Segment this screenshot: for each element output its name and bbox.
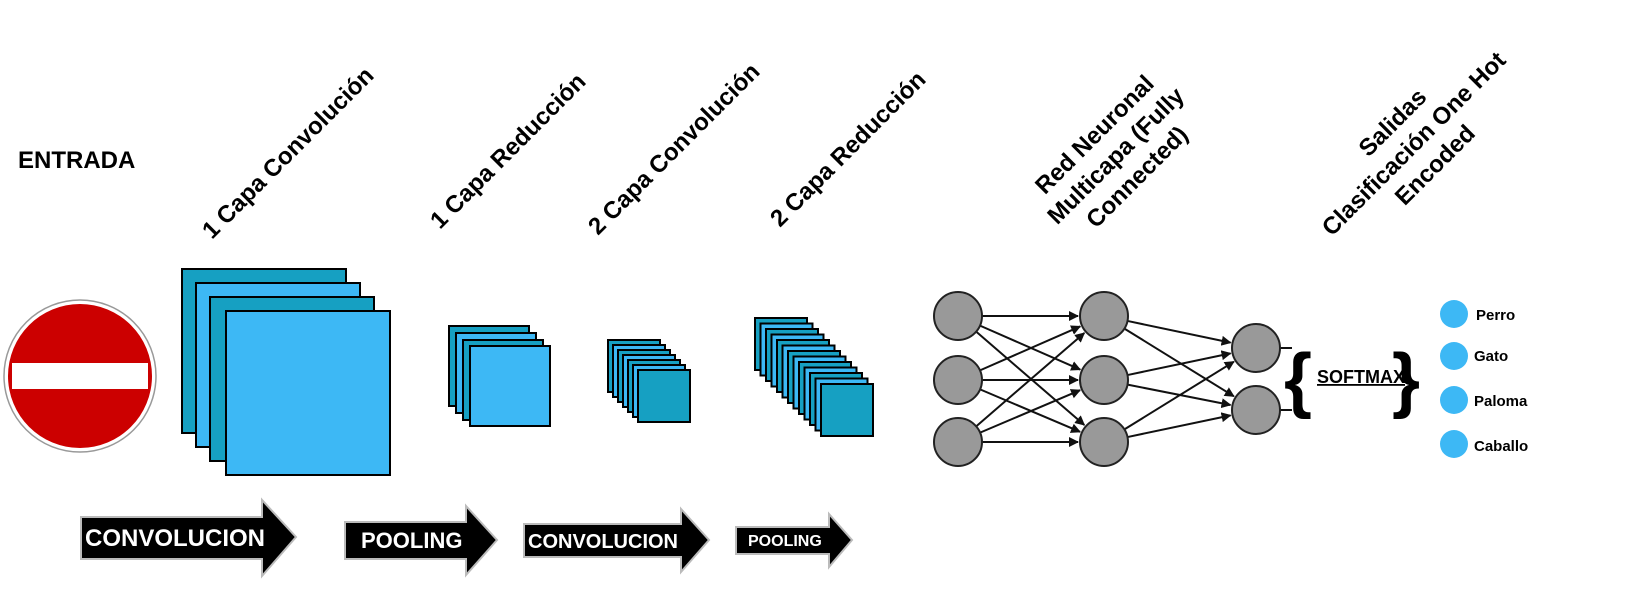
softmax-label: SOFTMAX <box>1317 367 1405 387</box>
pool2-feature-map <box>820 383 874 437</box>
arrow-label: POOLING <box>748 533 822 550</box>
output-class-list: Perro Gato Paloma Caballo <box>1440 300 1528 458</box>
network-edge <box>975 332 1086 428</box>
network-node <box>933 417 983 467</box>
layer2-pool-title: 2 Capa Reducción <box>765 66 931 232</box>
network-edge <box>1127 319 1232 346</box>
network-node <box>1231 323 1281 373</box>
network-edge <box>979 325 1082 372</box>
layer2-conv-title: 2 Capa Convolución <box>583 58 765 240</box>
network-edge <box>1127 350 1232 377</box>
arrow-label: CONVOLUCION <box>85 525 265 552</box>
network-node <box>1231 385 1281 435</box>
conv2-feature-map <box>637 369 691 423</box>
output-class-label: Perro <box>1476 307 1515 324</box>
arrow-label: POOLING <box>361 528 462 553</box>
arrow-convolucion-2: CONVOLUCION <box>523 506 711 575</box>
layer1-conv-title: 1 Capa Convolución <box>197 62 379 244</box>
pool1-feature-maps <box>448 325 551 427</box>
network-edges <box>975 311 1292 447</box>
softmax-close-brace: } <box>1392 340 1420 420</box>
output-dot <box>1440 386 1468 414</box>
output-class-label: Caballo <box>1474 438 1528 455</box>
conv1-feature-maps <box>181 268 391 476</box>
layer1-pool-title: 1 Capa Reducción <box>425 68 591 234</box>
output-class-label: Paloma <box>1474 393 1528 410</box>
outputs-title: Salidas Clasificación One Hot Encoded <box>1317 47 1511 241</box>
network-node <box>933 355 983 405</box>
network-edge <box>1123 327 1235 398</box>
network-node <box>1079 417 1129 467</box>
output-class-label: Gato <box>1474 348 1508 365</box>
arrow-pooling-1: POOLING <box>344 503 499 578</box>
fully-connected-network <box>933 291 1292 467</box>
network-node <box>933 291 983 341</box>
output-dot <box>1440 300 1468 328</box>
conv2-feature-maps <box>607 339 691 423</box>
output-dot <box>1440 342 1468 370</box>
input-title: ENTRADA <box>18 147 135 174</box>
network-edge <box>1127 412 1232 439</box>
softmax-open-brace: { <box>1284 340 1312 420</box>
arrow-label: CONVOLUCION <box>528 531 678 553</box>
pool2-feature-maps <box>754 317 874 437</box>
network-title: Red Neuronal Multicapa (Fully Connected) <box>1030 70 1193 233</box>
arrow-convolucion-1: CONVOLUCION <box>80 497 298 579</box>
network-edge <box>1123 360 1235 431</box>
arrow-pooling-2: POOLING <box>735 511 854 570</box>
output-dot <box>1440 430 1468 458</box>
network-node <box>1079 355 1129 405</box>
network-node <box>1079 291 1129 341</box>
stop-sign-icon <box>3 299 157 453</box>
network-edge <box>979 389 1081 434</box>
outputs-title-line-2: Clasificación One Hot <box>1317 47 1511 241</box>
